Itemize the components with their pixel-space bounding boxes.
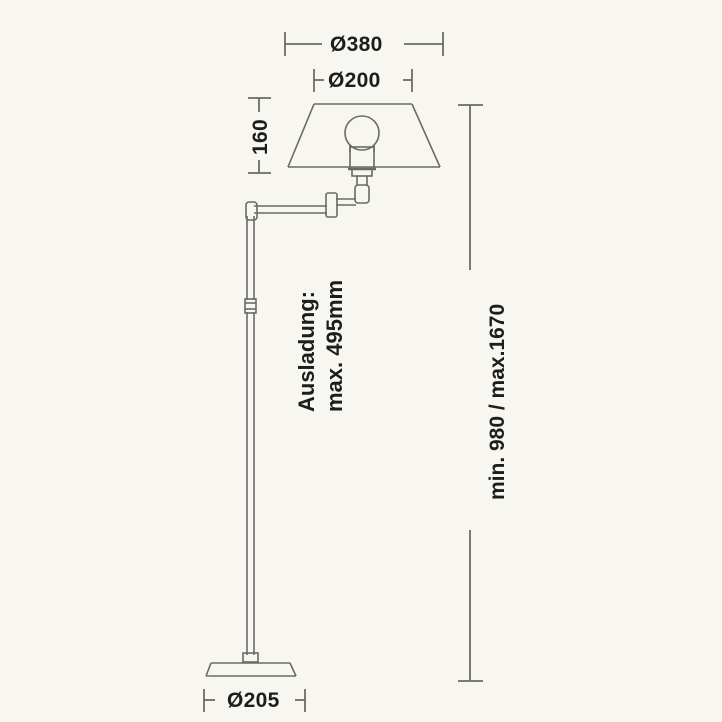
dimension-total-height — [458, 104, 483, 682]
swivel-joint-upper — [354, 176, 370, 204]
base-plate — [205, 662, 297, 677]
total-height-label: min. 980 / max.1670 — [486, 303, 509, 500]
lamp-shade — [287, 103, 441, 168]
arm-reach-label-line-1: Ausladung: — [294, 291, 319, 412]
swivel-joint-elbow — [325, 192, 338, 218]
base-collar — [242, 652, 259, 663]
lamp-socket — [348, 146, 376, 177]
arm-reach-label-line-2: max. 495mm — [322, 279, 347, 412]
horizontal-arm — [254, 205, 327, 214]
dimension-shade-top-diameter — [313, 69, 413, 92]
base-diameter-label: Ø205 — [227, 689, 280, 712]
dimension-shade-bottom-diameter — [284, 32, 444, 56]
swivel-joint-pole — [245, 201, 258, 221]
telescope-collar — [244, 298, 257, 314]
arm-segment-upper — [336, 198, 356, 206]
shade-top-diameter-label: Ø200 — [328, 69, 381, 92]
dimension-base-diameter — [203, 689, 306, 712]
dimension-shade-height — [248, 97, 271, 174]
shade-bottom-diameter-label: Ø380 — [330, 33, 383, 56]
shade-height-label: 160 — [249, 119, 272, 155]
vertical-pole — [246, 216, 255, 655]
